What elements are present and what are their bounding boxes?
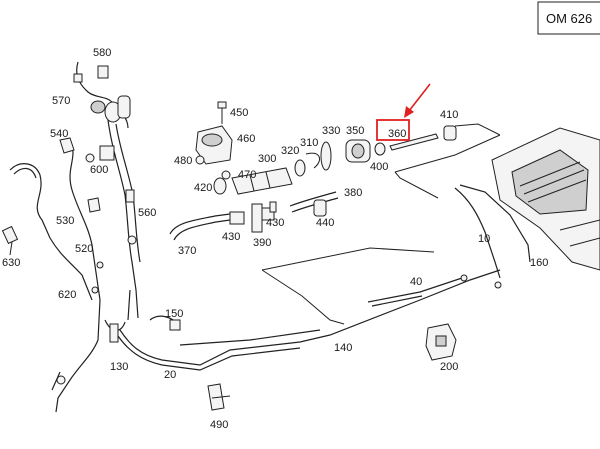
callout-320: 320: [281, 145, 299, 157]
callout-420: 420: [194, 182, 212, 194]
callout-470: 470: [238, 169, 256, 181]
reference-code-label: OM 626: [546, 11, 592, 26]
callout-390: 390: [253, 237, 271, 249]
callout-370: 370: [178, 245, 196, 257]
main-fuel-lines: [117, 184, 531, 371]
callout-300: 300: [258, 153, 276, 165]
bottom-parts: [207, 323, 457, 411]
fuel-tank: [491, 127, 600, 271]
callout-460: 460: [237, 133, 255, 145]
callout-600: 600: [90, 164, 108, 176]
highlight-box: [376, 119, 410, 141]
callout-630: 630: [2, 257, 20, 269]
callout-570: 570: [52, 95, 70, 107]
callout-530: 530: [56, 215, 74, 227]
callout-540: 540: [50, 128, 68, 140]
callout-400: 400: [370, 161, 388, 173]
callout-580: 580: [93, 47, 111, 59]
callout-20: 20: [164, 369, 176, 381]
callout-430-right: 430: [266, 217, 284, 229]
callout-430-left: 430: [222, 231, 240, 243]
callout-150: 150: [165, 308, 183, 320]
callout-440: 440: [316, 217, 334, 229]
callout-490: 490: [210, 419, 228, 431]
callout-310: 310: [300, 137, 318, 149]
highlight-arrow-head: [404, 106, 414, 118]
callout-350: 350: [346, 125, 364, 137]
left-fuel-lines: [1, 61, 181, 413]
callout-560: 560: [138, 207, 156, 219]
callout-10: 10: [478, 233, 490, 245]
callout-380: 380: [344, 187, 362, 199]
callout-450: 450: [230, 107, 248, 119]
callout-140: 140: [334, 342, 352, 354]
callout-330: 330: [322, 125, 340, 137]
callout-410: 410: [440, 109, 458, 121]
callout-130: 130: [110, 361, 128, 373]
highlight-arrow: [408, 83, 431, 112]
callout-360: 360: [388, 128, 406, 140]
callout-labels: 580 570 540 600 530 560 520 630 620 450 …: [2, 47, 548, 431]
callout-200: 200: [440, 361, 458, 373]
callout-520: 520: [75, 243, 93, 255]
part-highlight: [376, 83, 431, 141]
callout-480: 480: [174, 155, 192, 167]
callout-620: 620: [58, 289, 76, 301]
reference-code-box: OM 626: [537, 1, 600, 35]
fuel-filter-assembly: [169, 101, 501, 325]
callout-160: 160: [530, 257, 548, 269]
callout-40: 40: [410, 276, 422, 288]
